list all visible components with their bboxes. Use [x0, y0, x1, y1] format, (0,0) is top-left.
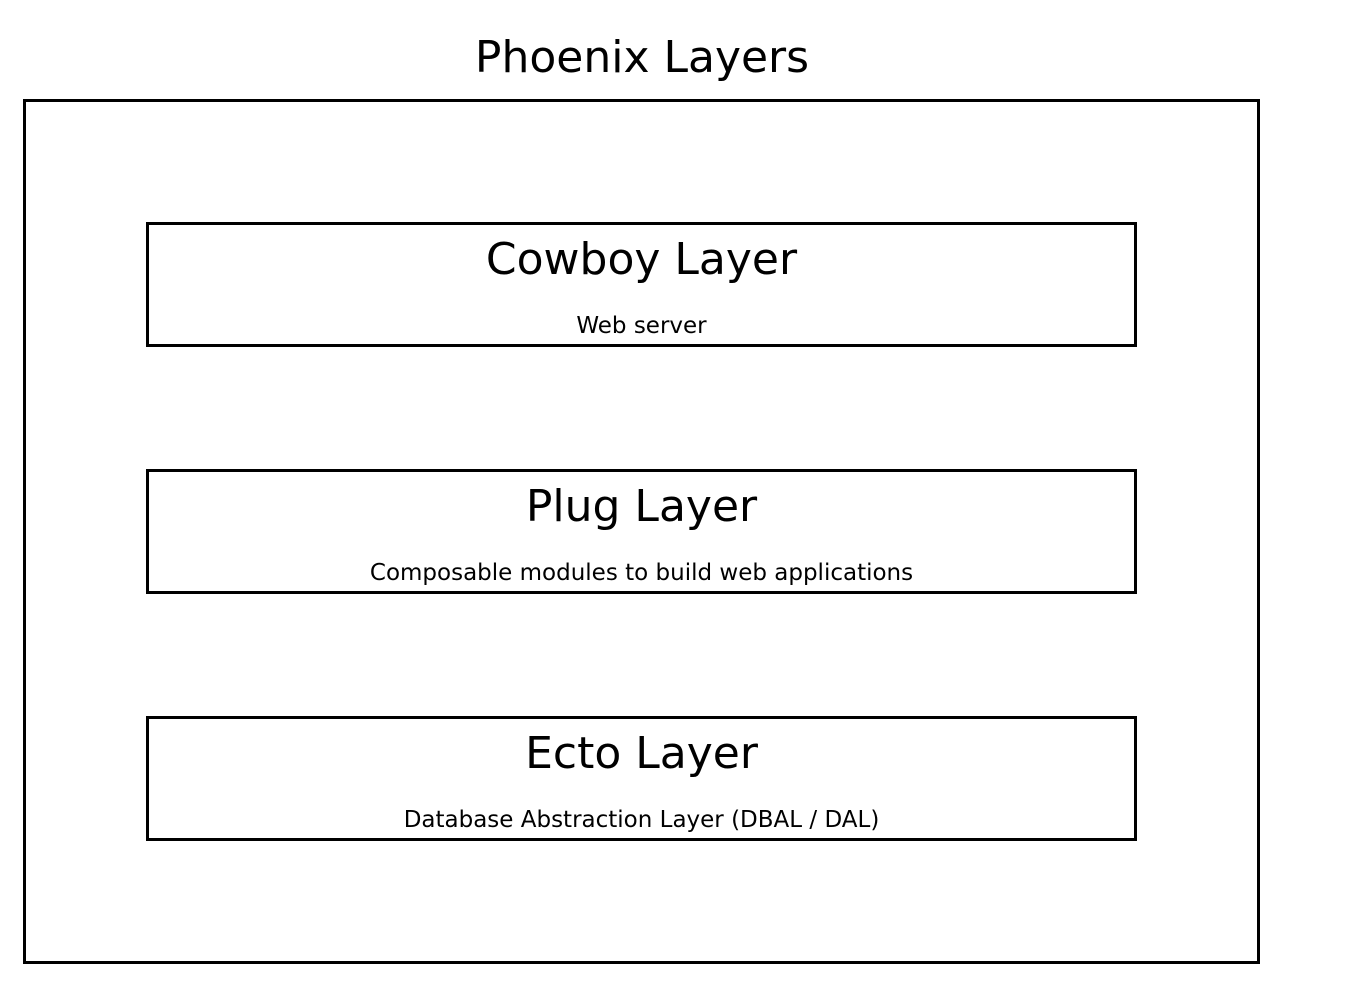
cowboy-layer-description: Web server — [576, 313, 707, 339]
phoenix-container-frame — [23, 99, 1260, 964]
cowboy-layer-name: Cowboy Layer — [485, 234, 798, 285]
ecto-layer-description: Database Abstraction Layer (DBAL / DAL) — [403, 807, 880, 833]
cowboy-layer-box: Cowboy Layer Web server — [146, 222, 1137, 347]
diagram-title: Phoenix Layers — [474, 32, 810, 83]
plug-layer-description: Composable modules to build web applicat… — [369, 560, 914, 586]
plug-layer-name: Plug Layer — [525, 481, 758, 532]
ecto-layer-box: Ecto Layer Database Abstraction Layer (D… — [146, 716, 1137, 841]
ecto-layer-name: Ecto Layer — [525, 728, 758, 779]
plug-layer-box: Plug Layer Composable modules to build w… — [146, 469, 1137, 594]
